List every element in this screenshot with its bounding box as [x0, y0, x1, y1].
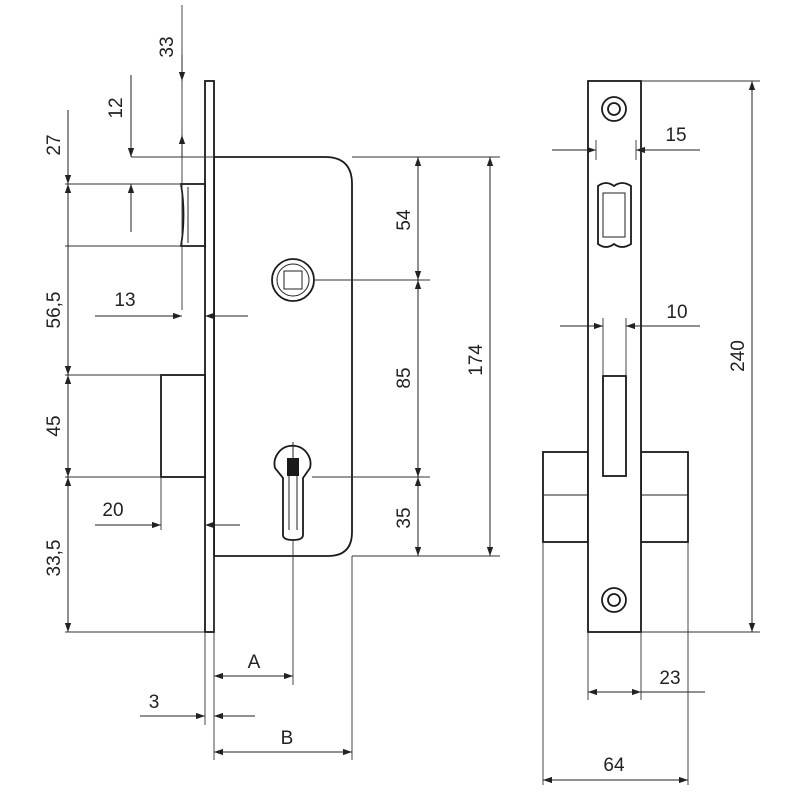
dim-label-20: 20 — [102, 500, 123, 521]
dim-label-13: 13 — [114, 290, 135, 311]
dim-label-a: A — [248, 652, 261, 673]
dim-label-174: 174 — [466, 344, 487, 376]
case-left — [542, 451, 589, 543]
spindle-hole — [271, 258, 315, 302]
latch-bolt — [179, 183, 206, 247]
dim-label-b: B — [281, 728, 294, 749]
case-right — [640, 451, 689, 543]
cylinder-hole — [273, 442, 312, 541]
dim-label-64: 64 — [603, 755, 625, 776]
dim-label-56-5: 56,5 — [44, 292, 65, 329]
faceplate — [204, 80, 215, 633]
bottom-screw — [601, 587, 627, 613]
dim-label-15: 15 — [665, 125, 686, 146]
top-screw — [601, 96, 627, 122]
dim-label-33: 33 — [157, 36, 178, 57]
dim-label-85: 85 — [394, 367, 415, 388]
dim-label-35: 35 — [394, 507, 415, 528]
faceplate-front — [587, 80, 642, 633]
side-view: 15 10 240 23 64 — [542, 80, 760, 785]
dim-label-3: 3 — [149, 692, 160, 713]
dim-label-33-5: 33,5 — [44, 540, 65, 577]
dead-bolt — [160, 374, 206, 478]
bolt-slot — [602, 375, 627, 477]
dim-label-27: 27 — [44, 134, 65, 155]
front-view: 33 12 27 56,5 45 33,5 13 20 54 85 3 — [44, 5, 500, 760]
lock-case — [213, 156, 353, 557]
dim-label-45: 45 — [44, 415, 65, 436]
dim-label-12: 12 — [106, 97, 127, 118]
dim-label-54: 54 — [394, 209, 415, 231]
dim-label-10: 10 — [666, 302, 687, 323]
dim-label-23: 23 — [659, 668, 680, 689]
latch-slot — [597, 182, 632, 248]
dim-label-240: 240 — [728, 340, 749, 372]
